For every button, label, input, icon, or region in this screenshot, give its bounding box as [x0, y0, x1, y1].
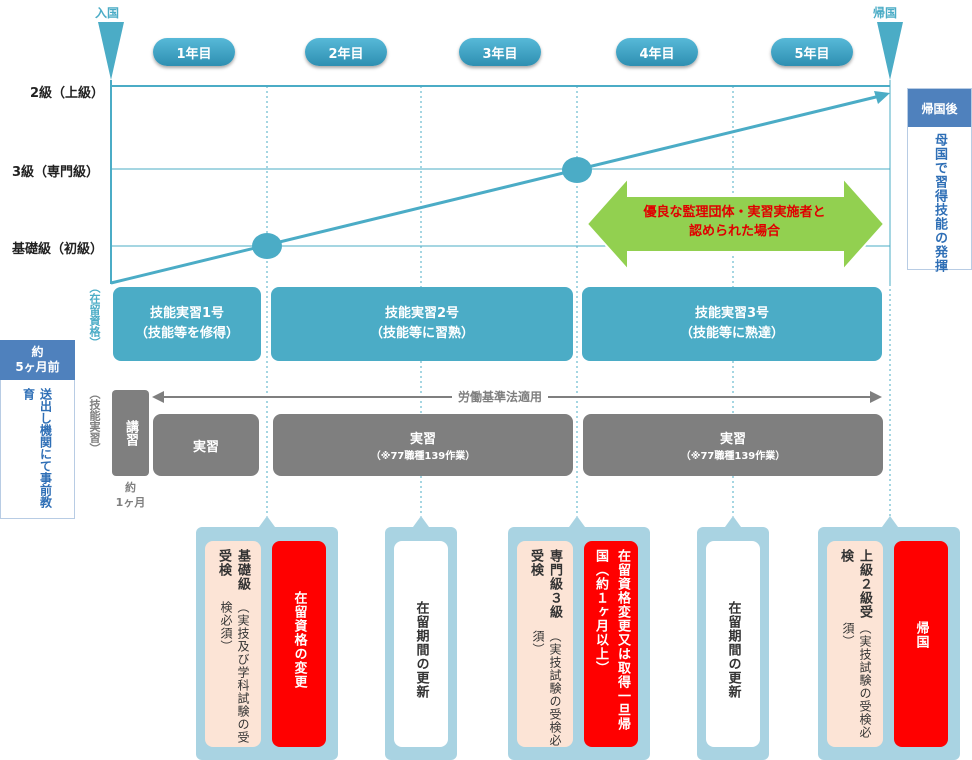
- practice-3: 実習 （※77職種139作業）: [583, 414, 883, 476]
- stage-2: 技能実習2号 （技能等に習熟）: [271, 287, 573, 361]
- labor-law-arrow-right: [870, 391, 882, 403]
- card-5-return: 帰国: [913, 621, 929, 649]
- card-5-exam-note: （実技試験の受検必須）: [841, 622, 872, 740]
- level-professional-label: 3級（専門級）: [12, 165, 100, 180]
- practice-2: 実習 （※77職種139作業）: [273, 414, 573, 476]
- card-1-exam: 基礎級受検: [216, 549, 250, 591]
- card-renew-1: 在留期間の更新: [385, 527, 457, 760]
- practice-1-label: 実習: [192, 439, 219, 455]
- card-1-exam-slip: 基礎級受検 （実技及び学科試験の受検必須）: [205, 541, 261, 747]
- card-5-exam: 上級２級受検: [838, 549, 872, 619]
- card-3-exam-slip: 専門級３級受検 （実技試験の受検必須）: [517, 541, 573, 747]
- card-1-status-change: 在留資格の変更: [291, 591, 307, 689]
- return-marker-triangle: [877, 22, 903, 80]
- stage-2-name: 技能実習2号: [384, 306, 460, 321]
- practice-3-label: 実習: [719, 432, 746, 447]
- card-3-exam-note: （実技試験の受検必須）: [531, 629, 562, 747]
- year-5-pill: 5年目: [771, 38, 853, 66]
- milestone-professional: [562, 157, 592, 183]
- pre-entry-header: 約 5ヶ月前: [0, 340, 75, 380]
- milestone-basic: [252, 233, 282, 259]
- practice-2-sub: （※77職種139作業）: [370, 451, 476, 462]
- stage-1: 技能実習1号 （技能等を修得）: [113, 287, 261, 361]
- status-label: （在留資格）: [88, 282, 101, 348]
- lecture-duration: 約 1ヶ月: [115, 481, 146, 509]
- level-basic-label: 基礎級（初級）: [12, 242, 104, 257]
- after-return-header: 帰国後: [908, 89, 971, 127]
- year-3-pill: 3年目: [459, 38, 541, 66]
- highlight-text: 優良な監理団体・実習実施者と 認められた場合: [612, 203, 857, 241]
- labor-law-label: 労働基準法適用: [452, 388, 549, 405]
- card-1-exam-note: （実技及び学科試験の受検必須）: [219, 601, 250, 745]
- year-1-pill: 1年目: [153, 38, 235, 66]
- practice-2-label: 実習: [409, 432, 436, 447]
- return-label: 帰国: [873, 6, 898, 20]
- labor-law-arrow-left: [152, 391, 164, 403]
- card-professional-exam: 専門級３級受検 （実技試験の受検必須） 在留資格変更又は取得一旦帰国（約１ヶ月以…: [508, 527, 650, 760]
- year-2-pill: 2年目: [305, 38, 387, 66]
- pre-entry-body: 送出し機関にて事前教育: [21, 388, 53, 508]
- card-upper-exam: 上級２級受検 （実技試験の受検必須） 帰国: [818, 527, 960, 760]
- lecture-box: 講習: [112, 390, 149, 476]
- card-2-renew: 在留期間の更新: [413, 601, 429, 699]
- entry-label: 入国: [95, 6, 120, 20]
- highlight-double-arrow: [585, 175, 886, 273]
- lecture-label: 講習: [123, 420, 138, 446]
- pre-entry-box: 約 5ヶ月前 送出し機関にて事前教育: [0, 340, 75, 523]
- practice-1: 実習: [153, 414, 259, 476]
- card-5-return-slip: 帰国: [894, 541, 948, 747]
- card-4-renew: 在留期間の更新: [725, 601, 741, 699]
- highlight-line-1: 優良な監理団体・実習実施者と: [643, 205, 826, 220]
- practice-3-sub: （※77職種139作業）: [680, 451, 786, 462]
- after-return-body: 母国で習得技能の発揮: [932, 133, 947, 273]
- card-5-exam-slip: 上級２級受検 （実技試験の受検必須）: [827, 541, 883, 747]
- stage-1-sub: （技能等を修得）: [134, 326, 239, 341]
- card-basic-exam: 基礎級受検 （実技及び学科試験の受検必須） 在留資格の変更: [196, 527, 338, 760]
- card-3-exam: 専門級３級受検: [528, 549, 562, 619]
- card-3-status-slip: 在留資格変更又は取得一旦帰国（約１ヶ月以上）: [584, 541, 638, 747]
- card-2-renew-slip: 在留期間の更新: [394, 541, 448, 747]
- card-3-status-change: 在留資格変更又は取得一旦帰国（約１ヶ月以上）: [593, 549, 630, 731]
- stage-3-sub: （技能等に熟達）: [679, 326, 784, 341]
- card-renew-2: 在留期間の更新: [697, 527, 769, 760]
- card-4-renew-slip: 在留期間の更新: [706, 541, 760, 747]
- growth-arrow-line: [110, 94, 881, 285]
- stage-3: 技能実習3号 （技能等に熟達）: [582, 287, 882, 361]
- stage-3-name: 技能実習3号: [694, 306, 770, 321]
- entry-marker-triangle: [98, 22, 124, 80]
- level-upper-label: 2級（上級）: [30, 86, 105, 101]
- year-4-pill: 4年目: [616, 38, 698, 66]
- card-1-status-slip: 在留資格の変更: [272, 541, 326, 747]
- training-label: （技能実習）: [88, 388, 101, 454]
- stage-2-sub: （技能等に習熟）: [369, 326, 474, 341]
- stage-1-name: 技能実習1号: [149, 306, 225, 321]
- after-return-box: 帰国後 母国で習得技能の発揮: [907, 88, 972, 273]
- growth-arrow-head: [874, 91, 890, 104]
- highlight-line-2: 認められた場合: [688, 224, 780, 239]
